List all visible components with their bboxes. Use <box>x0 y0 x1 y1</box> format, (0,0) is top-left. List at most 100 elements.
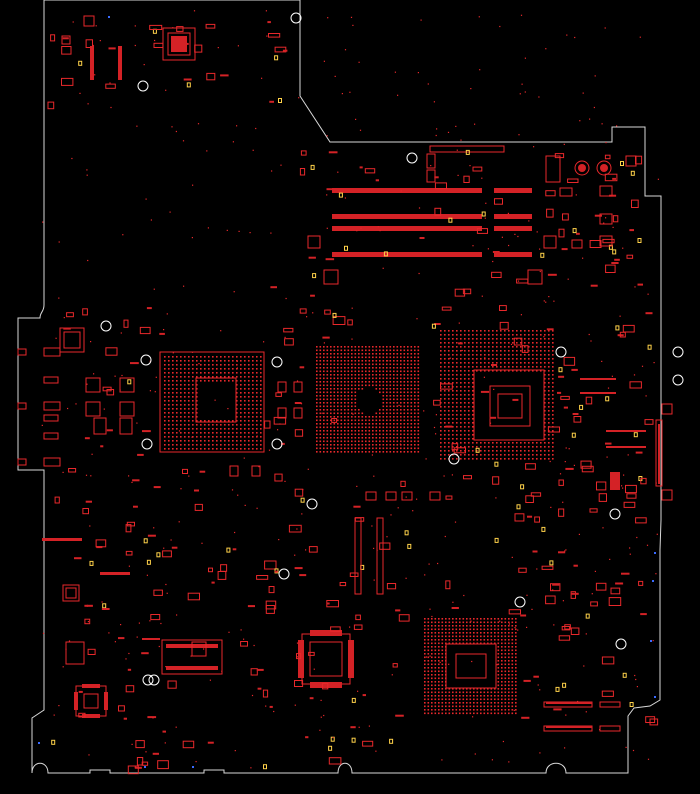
bga-ball <box>441 670 444 673</box>
smd-pad <box>561 248 568 251</box>
bga-ball <box>403 437 406 439</box>
bga-ball <box>340 388 343 390</box>
right-edge-connector[interactable] <box>655 419 673 501</box>
bga-ball <box>460 406 462 408</box>
bga-ball <box>172 356 174 358</box>
bga-ball <box>358 384 360 387</box>
bga-ball <box>212 428 214 430</box>
smd-pad <box>458 342 463 345</box>
via <box>605 217 607 219</box>
small-part <box>637 238 642 243</box>
bga-ball <box>176 380 178 382</box>
bga-ball <box>548 370 550 372</box>
chipset-bga[interactable] <box>316 346 420 453</box>
bga-ball <box>410 405 413 408</box>
bga-ball <box>462 632 465 634</box>
ic-left-square[interactable] <box>59 327 85 353</box>
bga-ball <box>466 642 468 645</box>
top-connector[interactable] <box>426 145 505 183</box>
bga-ball <box>224 380 226 382</box>
bga-ball <box>427 632 430 634</box>
bga-ball <box>365 384 367 387</box>
via <box>508 244 510 247</box>
bga-ball <box>544 418 546 420</box>
bga-ball <box>400 402 402 404</box>
bga-ball <box>483 642 486 645</box>
memory-slot-group[interactable] <box>332 188 532 257</box>
via <box>520 314 522 316</box>
ic-top-left-square[interactable] <box>162 27 196 61</box>
bga-ball <box>472 346 474 348</box>
via <box>323 342 325 344</box>
bga-ball <box>515 677 517 680</box>
bga-ball <box>459 691 461 694</box>
bga-ball <box>515 618 517 620</box>
bga-ball <box>168 436 170 438</box>
bga-ball <box>396 405 399 408</box>
via <box>175 726 177 728</box>
bga-ball <box>501 656 503 659</box>
bga-ball <box>382 388 385 390</box>
capacitor-group-top-right[interactable] <box>574 160 612 176</box>
smd-pad <box>445 425 453 428</box>
passive-part <box>645 716 656 724</box>
smd-pad <box>199 470 206 473</box>
bga-ball <box>361 370 364 373</box>
passive-part <box>499 321 509 330</box>
bga-ball <box>441 702 444 704</box>
bga-ball <box>532 358 534 360</box>
via <box>350 16 353 18</box>
bga-ball <box>492 366 494 368</box>
via <box>68 640 71 642</box>
gpu-bga[interactable] <box>440 330 554 460</box>
bga-ball <box>497 698 500 701</box>
bga-ball <box>456 370 458 372</box>
ic-small-left[interactable] <box>62 584 80 602</box>
bga-ball <box>386 423 388 425</box>
bga-ball <box>456 422 458 424</box>
cpu-socket-bga[interactable] <box>159 351 265 453</box>
bga-ball <box>403 391 406 394</box>
bga-ball <box>224 444 226 446</box>
bga-ball <box>476 358 478 360</box>
bga-ball <box>326 430 329 432</box>
bga-ball <box>544 362 546 364</box>
via <box>255 127 257 130</box>
bga-ball <box>372 437 374 439</box>
bga-ball <box>544 374 546 376</box>
passive-part <box>84 618 91 625</box>
bga-ball <box>386 409 388 411</box>
bga-ball <box>382 363 385 366</box>
bga-ball <box>382 377 385 380</box>
bga-ball <box>396 419 399 422</box>
bga-ball <box>536 450 538 452</box>
bottom-bga[interactable] <box>424 618 517 715</box>
bga-ball <box>256 388 258 390</box>
bga-ball <box>515 628 517 631</box>
bga-ball <box>504 366 506 368</box>
bga-ball <box>448 709 451 711</box>
bga-ball <box>184 384 186 386</box>
via <box>261 77 263 79</box>
bga-ball <box>511 674 514 676</box>
via <box>357 690 359 692</box>
bga-ball <box>407 451 409 453</box>
outlined-part <box>93 417 107 435</box>
via <box>447 131 450 133</box>
via <box>501 236 503 238</box>
bga-ball <box>516 370 518 372</box>
bga-ball <box>200 424 202 426</box>
bga-ball <box>492 362 494 364</box>
bga-ball <box>508 709 510 711</box>
bga-ball <box>382 430 385 432</box>
bga-ball <box>508 660 510 662</box>
vertical-chip-strips[interactable] <box>354 517 384 595</box>
bga-ball <box>434 667 437 669</box>
left-edge-connectors[interactable] <box>17 347 61 467</box>
bga-ball <box>192 364 194 366</box>
bga-ball <box>344 447 346 450</box>
qfn-chip-bottom-left[interactable] <box>74 684 108 718</box>
bga-ball <box>434 642 437 645</box>
bga-ball <box>468 370 470 372</box>
